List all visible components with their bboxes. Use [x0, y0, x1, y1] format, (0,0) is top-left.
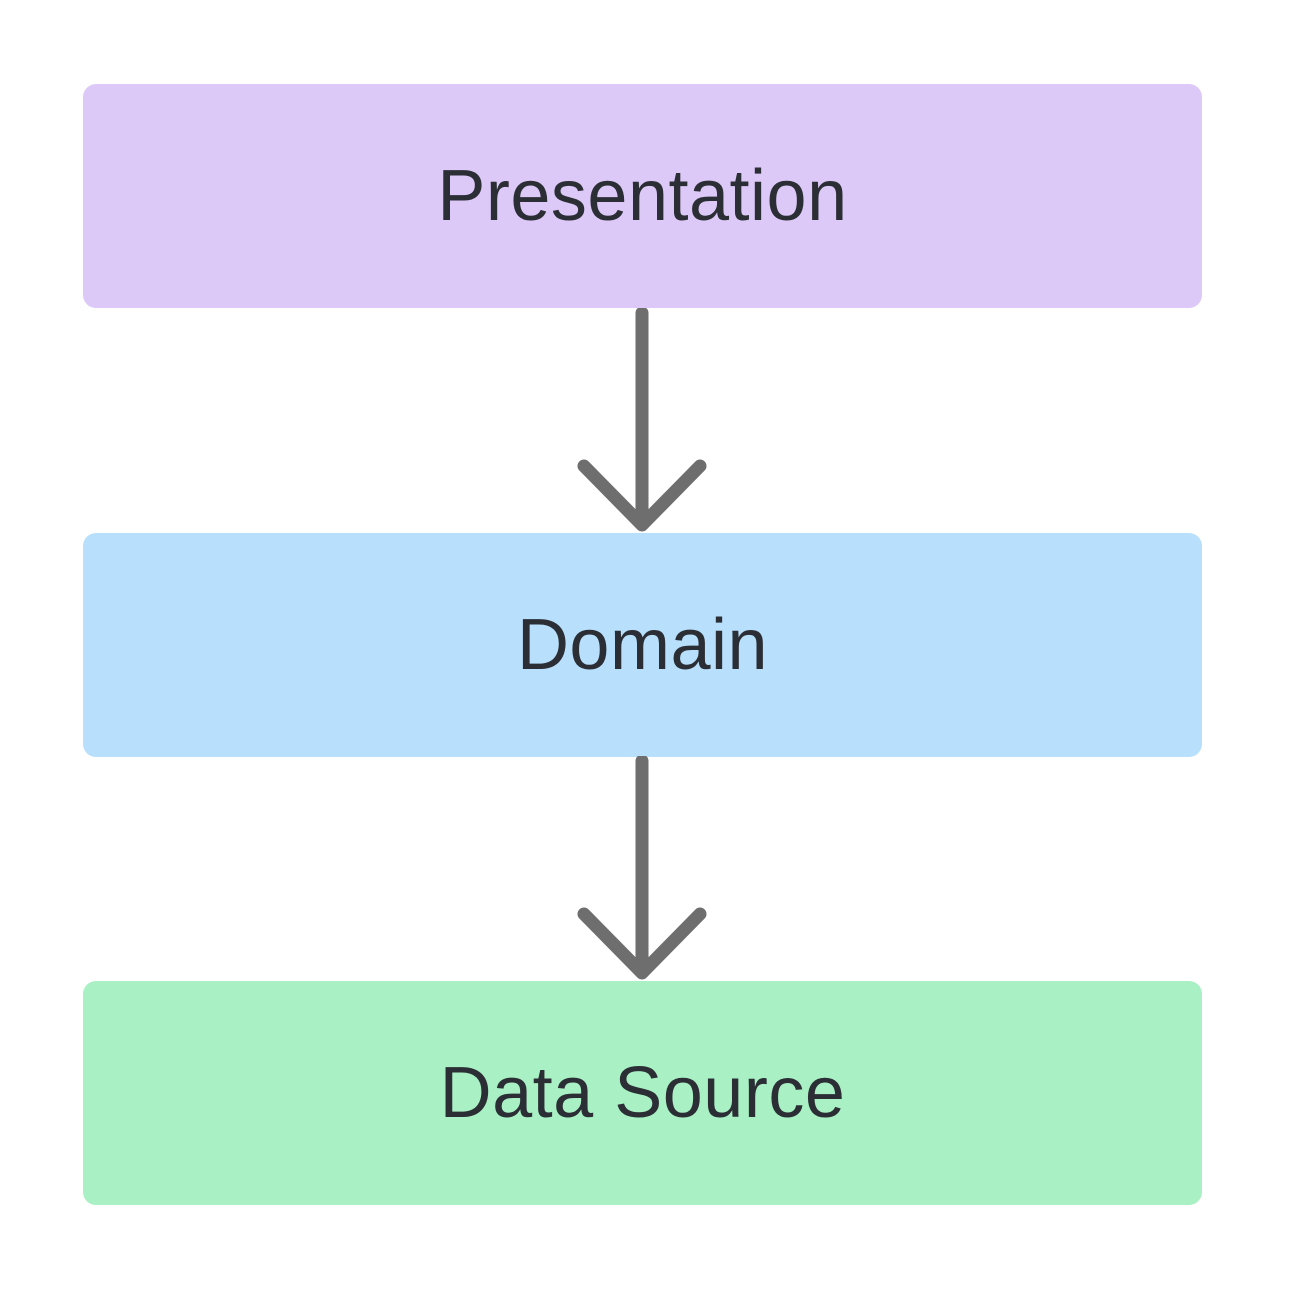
arrow-down-icon: [577, 308, 707, 532]
layer-label-presentation: Presentation: [437, 156, 848, 236]
layer-box-domain: Domain: [83, 533, 1202, 757]
layer-label-domain: Domain: [516, 605, 769, 685]
layer-box-presentation: Presentation: [83, 84, 1202, 308]
layer-box-data-source: Data Source: [83, 981, 1202, 1205]
arrow-down-stroke: [577, 308, 707, 532]
arrow-down-icon: [577, 756, 707, 980]
layer-label-data-source: Data Source: [439, 1053, 846, 1133]
arrow-down-stroke: [577, 756, 707, 980]
